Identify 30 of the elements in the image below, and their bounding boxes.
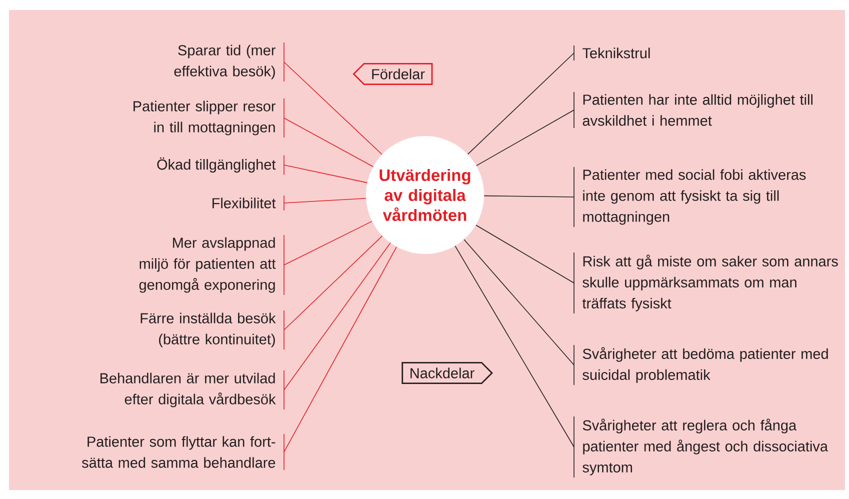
connector-line	[284, 246, 397, 452]
advantage-item: Patienter som flyttar kan fort- sätta med samma behandlare	[82, 434, 284, 470]
disadvantage-item: Svårigheter att reglera och fånga patienter med ångest och dissociativa symtom	[574, 416, 828, 478]
connector-line	[284, 242, 391, 390]
advantage-item: Flexibilitet	[212, 195, 284, 211]
tag-label: Nackdelar	[402, 362, 493, 384]
connector-line	[284, 236, 383, 330]
advantage-item: Sparar tid (mer effektiva besök)	[174, 42, 284, 82]
disadvantage-item: Patienten har inte alltid möjlighet till avskildhet i hemmet	[574, 92, 812, 128]
connector-line	[476, 110, 574, 166]
advantage-item: Ökad tillgänglighet	[157, 154, 284, 176]
advantage-item: Mer avslappnad miljö för patienten att genomgå exponering	[139, 234, 284, 296]
disadvantage-item: Teknikstrul	[574, 45, 650, 61]
connector-line	[284, 220, 372, 266]
disadvantage-item: Svårigheter att bedöma patienter med suicidal problematik	[574, 344, 828, 386]
connector-line	[284, 118, 374, 168]
connector-line	[454, 246, 574, 448]
disadvantage-item: Patienter med social fobi aktiveras inte genom att fysiskt ta sig till mottagningen	[574, 166, 806, 228]
advantage-item: Färre inställda besök (bättre kontinuitet)	[140, 310, 284, 350]
connector-line	[284, 62, 382, 155]
advantage-item: Patienter slipper resor in till mottagningen	[134, 98, 284, 138]
tag-label: Fördelar	[352, 62, 433, 86]
connector-line	[464, 239, 574, 366]
connector-line	[284, 198, 366, 204]
disadvantage-item: Risk att gå miste om saker som annars skulle uppmärksammats om man träffats fysiskt	[574, 252, 838, 314]
connector-line	[476, 224, 574, 284]
connector-line	[484, 195, 574, 198]
connector-line	[467, 52, 574, 155]
advantage-item: Behandlaren är mer utvilad efter digitala vårdbesök	[100, 370, 284, 410]
connector-line	[284, 164, 368, 184]
